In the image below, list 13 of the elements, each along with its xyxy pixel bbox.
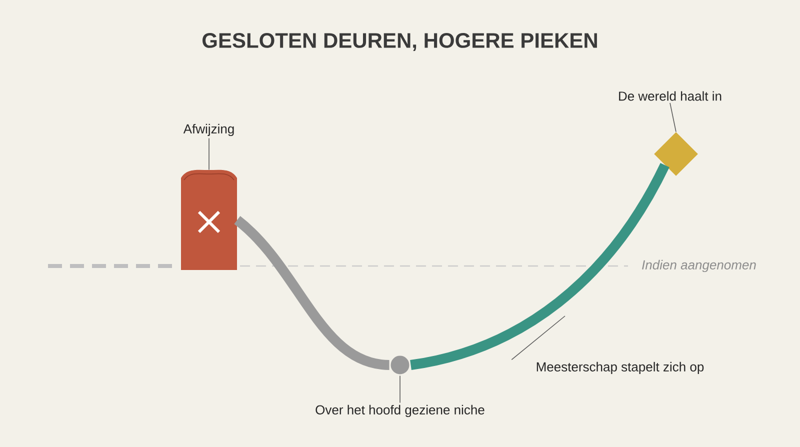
leader-line bbox=[208, 138, 210, 170]
callout-label: Over het hoofd geziene niche bbox=[316, 404, 484, 418]
line-label: Indien aangenomen bbox=[642, 260, 756, 272]
leader-line bbox=[670, 102, 676, 132]
leader-line bbox=[511, 316, 566, 360]
curve bbox=[410, 162, 670, 370]
callout-label: Afwijzing bbox=[183, 124, 234, 136]
curve bbox=[234, 216, 390, 370]
title: GESLOTEN DEUREN, HOGERE PIEKEN bbox=[202, 33, 597, 51]
door-drawing bbox=[181, 170, 237, 270]
callout-label: De wereld haalt in bbox=[619, 91, 722, 101]
callout-label: Meesterschap stapelt zich op bbox=[536, 362, 704, 374]
peak-diamond bbox=[654, 132, 698, 176]
